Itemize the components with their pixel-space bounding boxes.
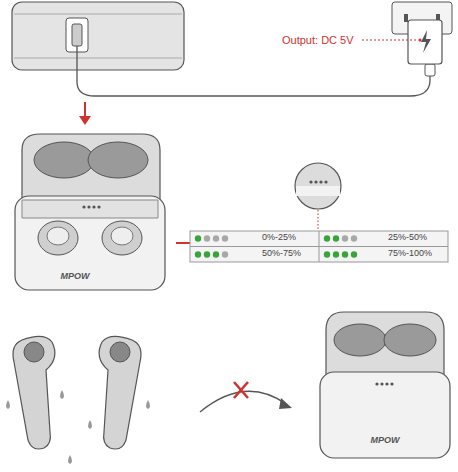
indicator-dot	[333, 235, 339, 241]
indicator-dot	[195, 251, 201, 257]
indicator-dot	[324, 235, 330, 241]
indicator-dot	[204, 235, 210, 241]
indicator-dot	[222, 235, 228, 241]
table-cell: 50%-75%	[262, 249, 301, 259]
indicator-dot	[195, 235, 201, 241]
indicator-dot	[222, 251, 228, 257]
indicator-dot	[351, 235, 357, 241]
indicator-dot	[351, 251, 357, 257]
indicator-dot	[342, 235, 348, 241]
output-label: Output: DC 5V	[282, 34, 354, 46]
indicator-dot	[333, 251, 339, 257]
indicator-dot	[324, 251, 330, 257]
brand-logo: MPOW	[61, 272, 90, 282]
table-cell: 0%-25%	[262, 233, 296, 243]
indicator-dot	[213, 251, 219, 257]
brand-logo: MPOW	[371, 436, 400, 446]
indicator-dot	[213, 235, 219, 241]
table-cell: 25%-50%	[388, 233, 427, 243]
table-cell: 75%-100%	[388, 249, 432, 259]
indicator-dot	[342, 251, 348, 257]
indicator-dot	[204, 251, 210, 257]
